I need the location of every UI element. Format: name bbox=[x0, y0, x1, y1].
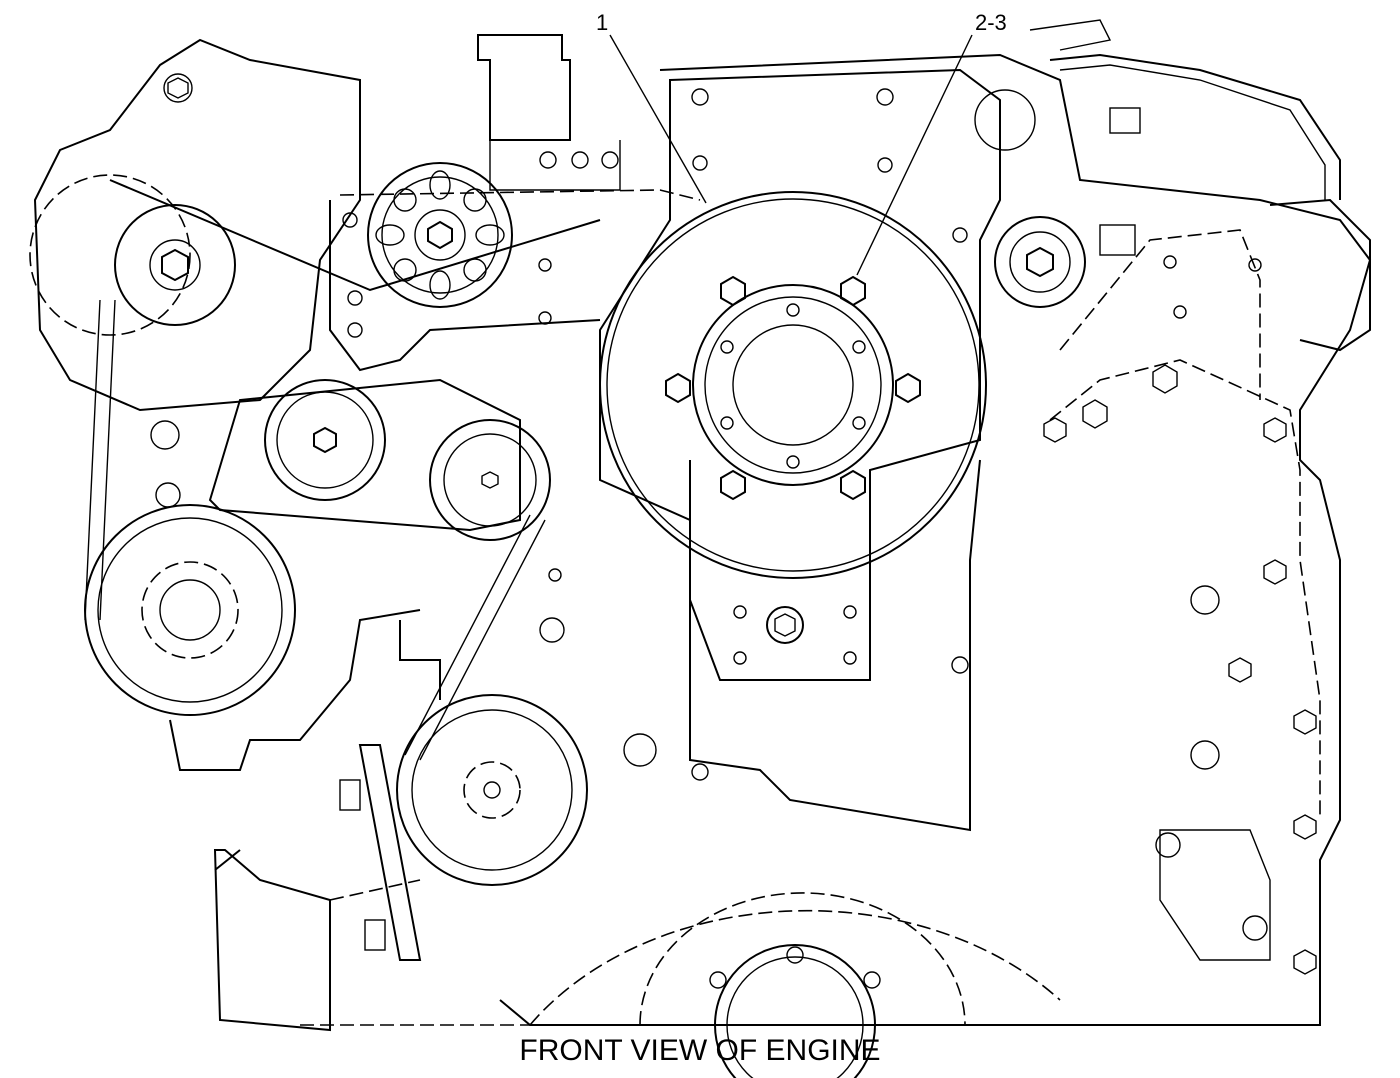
wiring-harness bbox=[1029, 19, 1371, 352]
damper-bolts bbox=[665, 275, 921, 501]
crankshaft-damper bbox=[599, 191, 987, 579]
water-pump-pulley bbox=[84, 504, 421, 771]
block-bolts bbox=[342, 88, 1317, 975]
callout-2-3-label: 2-3 bbox=[975, 10, 1007, 35]
callout-1-label: 1 bbox=[596, 10, 608, 35]
timing-cover-outline bbox=[1049, 229, 1321, 961]
callout-leaders bbox=[609, 34, 973, 276]
diagram-caption: FRONT VIEW OF ENGINE bbox=[519, 1034, 881, 1067]
idler-pulley-right bbox=[974, 89, 1086, 308]
lower-left-housing bbox=[213, 744, 422, 1032]
idler-pulley-upper bbox=[367, 162, 513, 308]
mounting-plate bbox=[329, 68, 1001, 681]
filler-neck bbox=[477, 34, 621, 191]
front-gear-cover bbox=[529, 892, 1061, 1078]
drive-belt bbox=[84, 179, 601, 761]
fan-drive-pulley bbox=[396, 617, 657, 886]
belt-tensioner bbox=[150, 378, 551, 541]
alternator bbox=[29, 38, 361, 412]
